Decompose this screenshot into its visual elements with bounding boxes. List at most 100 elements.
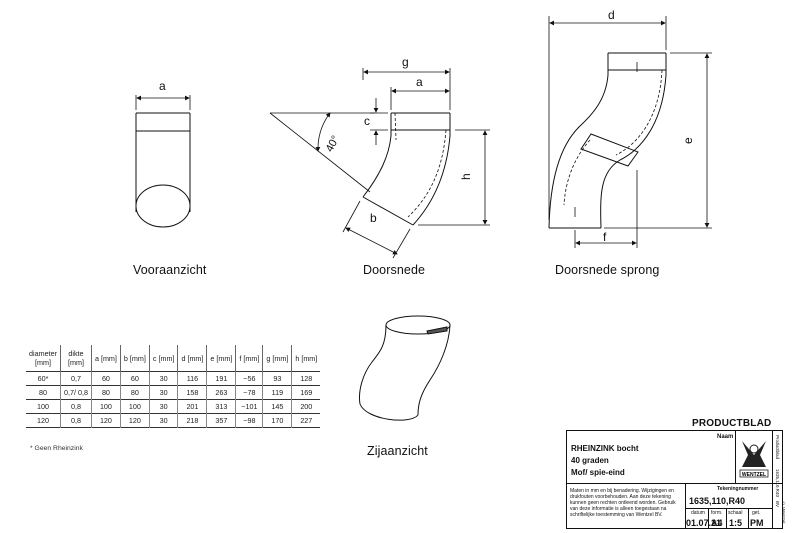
titleblock-title: PRODUCTBLAD: [692, 418, 772, 429]
table-header-cell: f [mm]: [235, 345, 263, 372]
table-cell: 80: [90, 385, 121, 400]
table-header-cell: c [mm]: [148, 345, 178, 372]
copyright-text: © Wentzel BV: [775, 501, 786, 524]
side-view-label: Zijaanzicht: [367, 444, 428, 458]
front-view: [135, 95, 191, 228]
dim-e: e: [681, 137, 695, 144]
form-label: form.: [711, 510, 723, 516]
side-view: [359, 315, 451, 421]
table-cell: 119: [262, 385, 292, 400]
section-view: [269, 68, 490, 259]
table-cell: ~78: [235, 385, 263, 400]
dimensions-table: diameter[mm]dikte[mm]a [mm]b [mm]c [mm]d…: [26, 345, 321, 428]
table-cell: 227: [291, 413, 321, 428]
table-cell: 200: [291, 399, 321, 414]
table-cell: 60: [90, 371, 121, 386]
table-header-row: diameter[mm]dikte[mm]a [mm]b [mm]c [mm]d…: [26, 345, 321, 372]
side-text-1: Productblad: [775, 435, 780, 460]
table-cell: ~56: [235, 371, 263, 386]
table-cell: 116: [177, 371, 207, 386]
table-cell: 120: [90, 413, 121, 428]
table-cell: 60*: [37, 374, 49, 383]
table-cell: 30: [148, 371, 178, 386]
table-cell: 158: [177, 385, 207, 400]
table-header-cell: d [mm]: [177, 345, 207, 372]
table-cell: 0,7/ 0,8: [59, 385, 92, 400]
table-cell: 191: [206, 371, 236, 386]
table-cell: 263: [206, 385, 236, 400]
dim-f: f: [603, 230, 607, 244]
table-cell: 201: [177, 399, 207, 414]
offset-section-view-label: Doorsnede sprong: [555, 263, 660, 277]
dim-a-front: a: [159, 79, 166, 93]
dim-a-section: a: [416, 75, 423, 89]
company-logo: WENTZEL: [738, 437, 770, 479]
table-cell: ~98: [235, 413, 263, 428]
table-cell: 80: [38, 388, 47, 397]
table-cell: 60: [119, 371, 150, 386]
dimension-labels: a g a c h b 40° d e f: [159, 8, 695, 244]
approved-value: PM: [750, 518, 764, 528]
table-header-cell: diameter[mm]: [29, 349, 57, 367]
table-header-cell: b [mm]: [119, 345, 150, 372]
table-cell: 120: [119, 413, 150, 428]
dim-c: c: [364, 114, 370, 128]
table-cell: 80: [119, 385, 150, 400]
table-cell: 30: [148, 399, 178, 414]
table-header-cell: g [mm]: [262, 345, 292, 372]
scale-label: schaal: [728, 510, 743, 516]
product-line-2: 40 graden: [571, 456, 609, 465]
form-value: A4: [711, 518, 723, 528]
disclaimer: Maten in mm en bij benadering. Wijziging…: [570, 488, 676, 518]
approved-label: get.: [752, 510, 761, 516]
table-cell: 93: [262, 371, 292, 386]
table-cell: 313: [206, 399, 236, 414]
table-cell: 218: [177, 413, 207, 428]
dim-d: d: [608, 8, 615, 22]
side-text-2: 1635,110,R40: [775, 469, 780, 497]
table-cell: 100: [36, 402, 49, 411]
table-header-cell: a [mm]: [90, 345, 121, 372]
table-cell: 128: [291, 371, 321, 386]
drawing-number: 1635,110,R40: [689, 496, 746, 506]
dim-g: g: [402, 55, 409, 69]
section-view-label: Doorsnede: [363, 263, 426, 277]
logo-text: WENTZEL: [742, 472, 766, 478]
table-cell: 30: [148, 385, 178, 400]
table-header-cell: h [mm]: [291, 345, 321, 372]
dim-h: h: [459, 173, 473, 180]
table-cell: 100: [119, 399, 150, 414]
table-cell: 145: [262, 399, 292, 414]
dim-b: b: [370, 211, 377, 225]
front-view-label: Vooraanzicht: [133, 263, 207, 277]
scale-value: 1:5: [729, 518, 743, 528]
drawing-number-label: Tekeningnummer: [717, 486, 759, 492]
table-cell: 30: [148, 413, 178, 428]
dim-angle: 40°: [324, 134, 342, 154]
footnote: * Geen Rheinzink: [30, 445, 83, 452]
name-label: Naam: [717, 434, 734, 440]
table-cell: ~101: [235, 399, 263, 414]
table-cell: 357: [206, 413, 236, 428]
table-cell: 170: [262, 413, 292, 428]
product-line-3: Mof/ spie-eind: [571, 468, 625, 477]
table-header-cell: dikte[mm]: [59, 345, 92, 372]
table-cell: 169: [291, 385, 321, 400]
date-value: 01.07.21: [686, 518, 722, 528]
offset-section-view: [548, 16, 712, 248]
table-cell: 120: [36, 416, 49, 425]
table-cell: 0,7: [59, 371, 92, 386]
table-cell: 0,8: [59, 399, 92, 414]
table-cell: 0,8: [59, 413, 92, 428]
date-label: datum: [691, 510, 705, 516]
table-header-cell: e [mm]: [206, 345, 236, 372]
product-line-1: RHEINZINK bocht: [571, 444, 639, 453]
table-cell: 100: [90, 399, 121, 414]
title-block: Naam RHEINZINK bocht 40 graden Mof/ spie…: [566, 430, 786, 529]
